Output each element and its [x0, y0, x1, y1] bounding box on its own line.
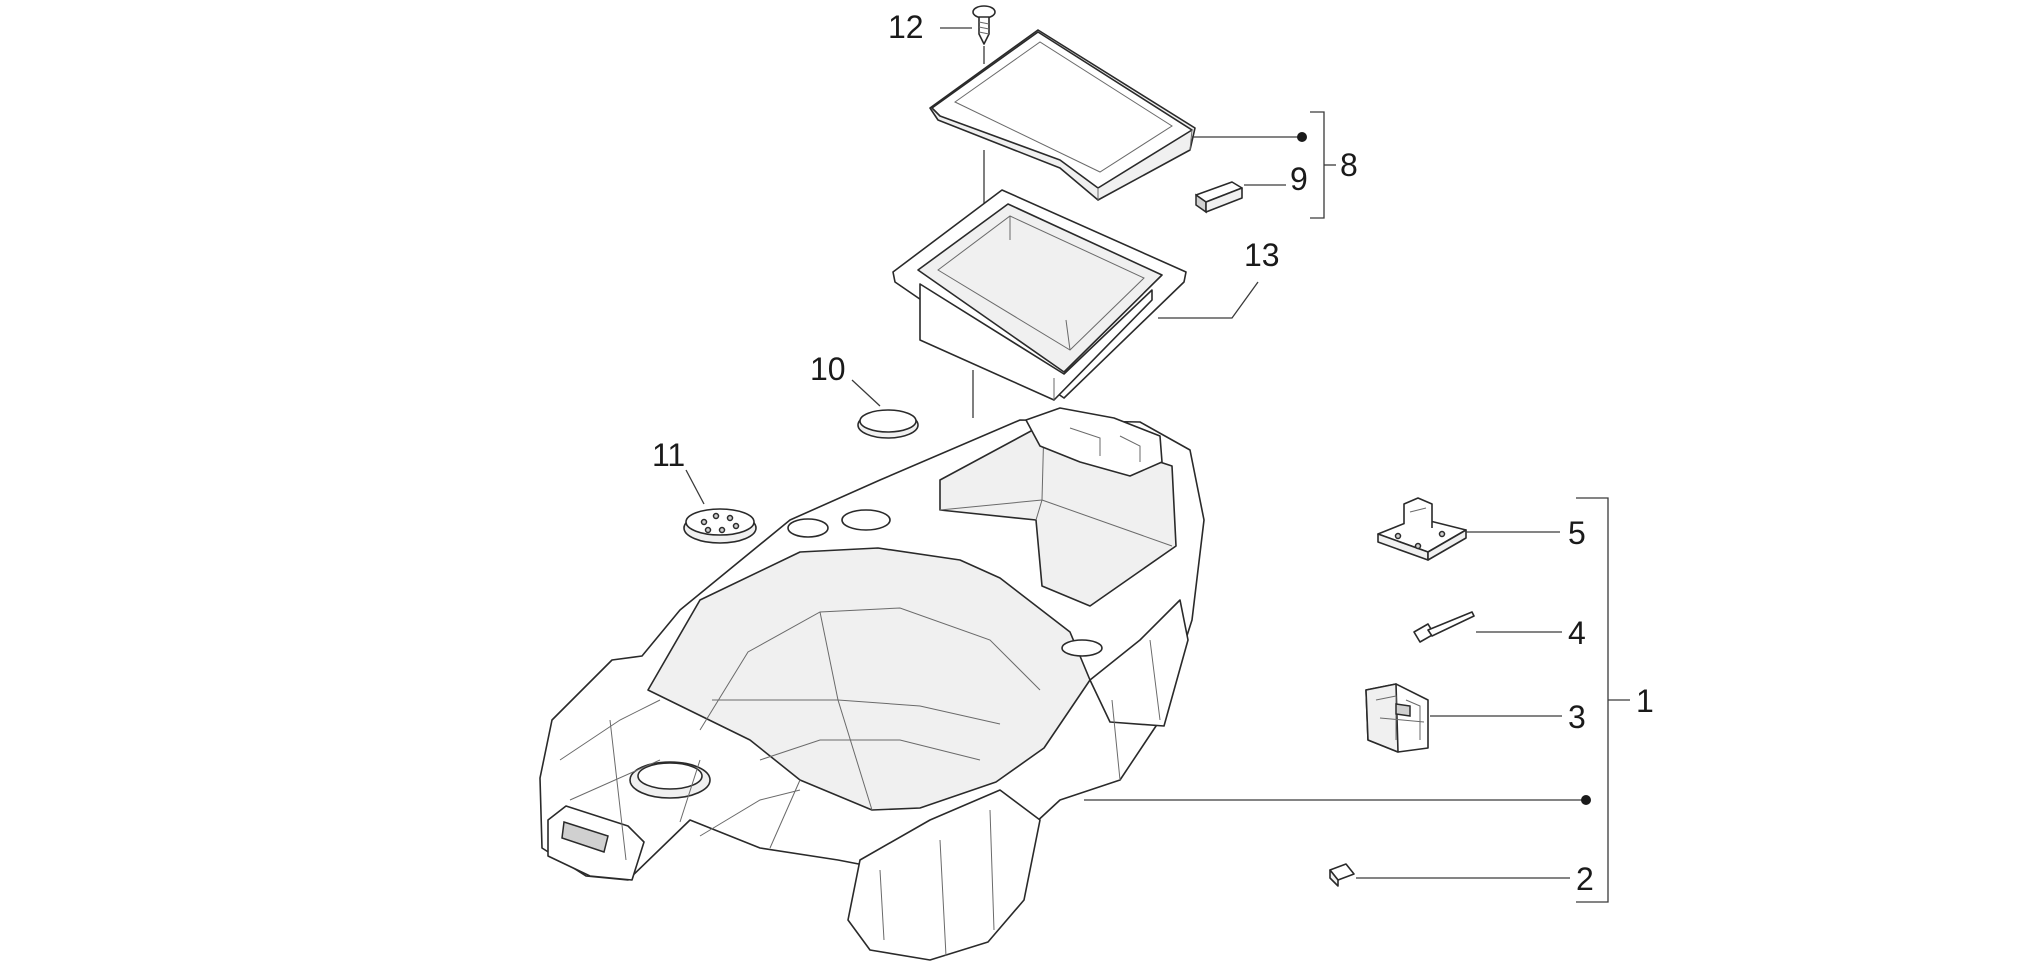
callout-11: 11: [652, 437, 685, 473]
callout-10: 10: [810, 351, 846, 387]
bracket-8: [1310, 111, 1325, 219]
leader-13: [1158, 281, 1259, 319]
rivet-part-4: [1413, 611, 1475, 643]
callout-2: 2: [1576, 861, 1594, 897]
grommet-part-11: [683, 508, 757, 544]
callout-3: 3: [1568, 699, 1586, 735]
callout-5: 5: [1568, 515, 1586, 551]
leader-11: [685, 469, 705, 505]
tray-part-13: [892, 189, 1187, 401]
callout-8: 8: [1340, 147, 1358, 183]
leader-dot-1: [1581, 795, 1591, 805]
callout-12: 12: [888, 9, 924, 45]
screw-part-12: [972, 5, 996, 45]
pad-part-9: [1195, 181, 1243, 214]
plug-part-10: [857, 409, 919, 439]
clip-part-2: [1329, 863, 1355, 887]
leader-10: [851, 379, 881, 407]
latch-part-3: [1365, 683, 1429, 753]
callout-1: 1: [1636, 683, 1654, 719]
callout-13: 13: [1244, 237, 1280, 273]
helmet-compartment-part-1: [539, 407, 1205, 961]
callout-9: 9: [1290, 161, 1308, 197]
callout-4: 4: [1568, 615, 1586, 651]
leader-dot-8: [1297, 132, 1307, 142]
bracket-part-5: [1377, 497, 1467, 561]
lid-part-8: [929, 29, 1196, 201]
